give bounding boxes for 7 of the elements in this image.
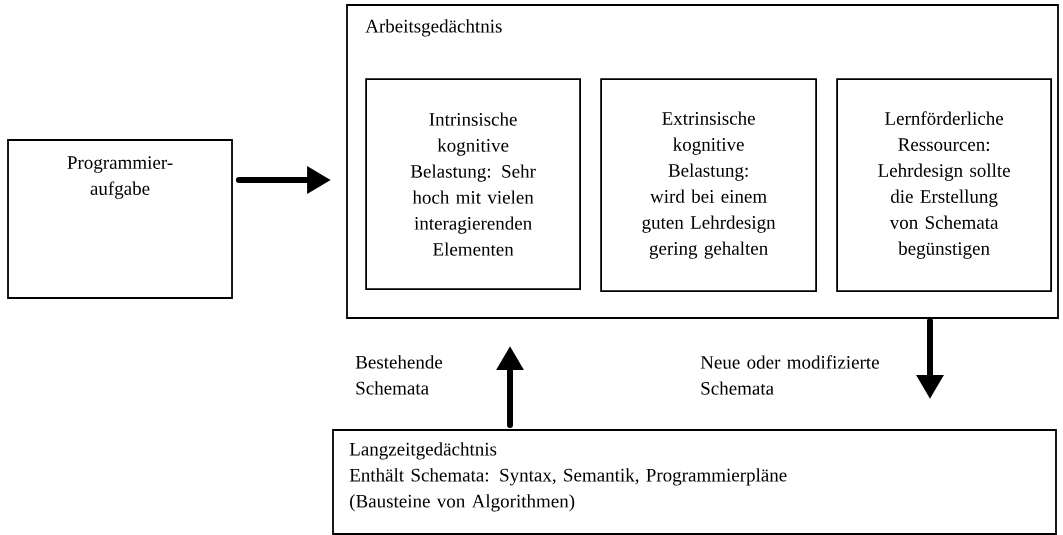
edge-label: Bestehende Schemata bbox=[355, 355, 443, 395]
task-box: Programmier-aufgabe bbox=[7, 139, 233, 299]
edge-label: Neue oder modifizierte Schemata bbox=[700, 355, 879, 395]
memory-box: Langzeitgedächtnis Enthält Schemata: Syntax, Semantik, Programmierpläne (Bausteine von Algorithmen) bbox=[332, 429, 1057, 535]
load-box: Lernförderliche Ressourcen: Lehrdesign sollte die Erstellung von Schemata begünstigen bbox=[836, 78, 1052, 292]
load-box: Extrinsische kognitive Belastung: wird bei einem guten Lehrdesign gering gehalten bbox=[600, 78, 817, 292]
load-box: Intrinsische kognitive Belastung: Sehr hoch mit vielen interagierenden Elementen bbox=[365, 78, 581, 290]
